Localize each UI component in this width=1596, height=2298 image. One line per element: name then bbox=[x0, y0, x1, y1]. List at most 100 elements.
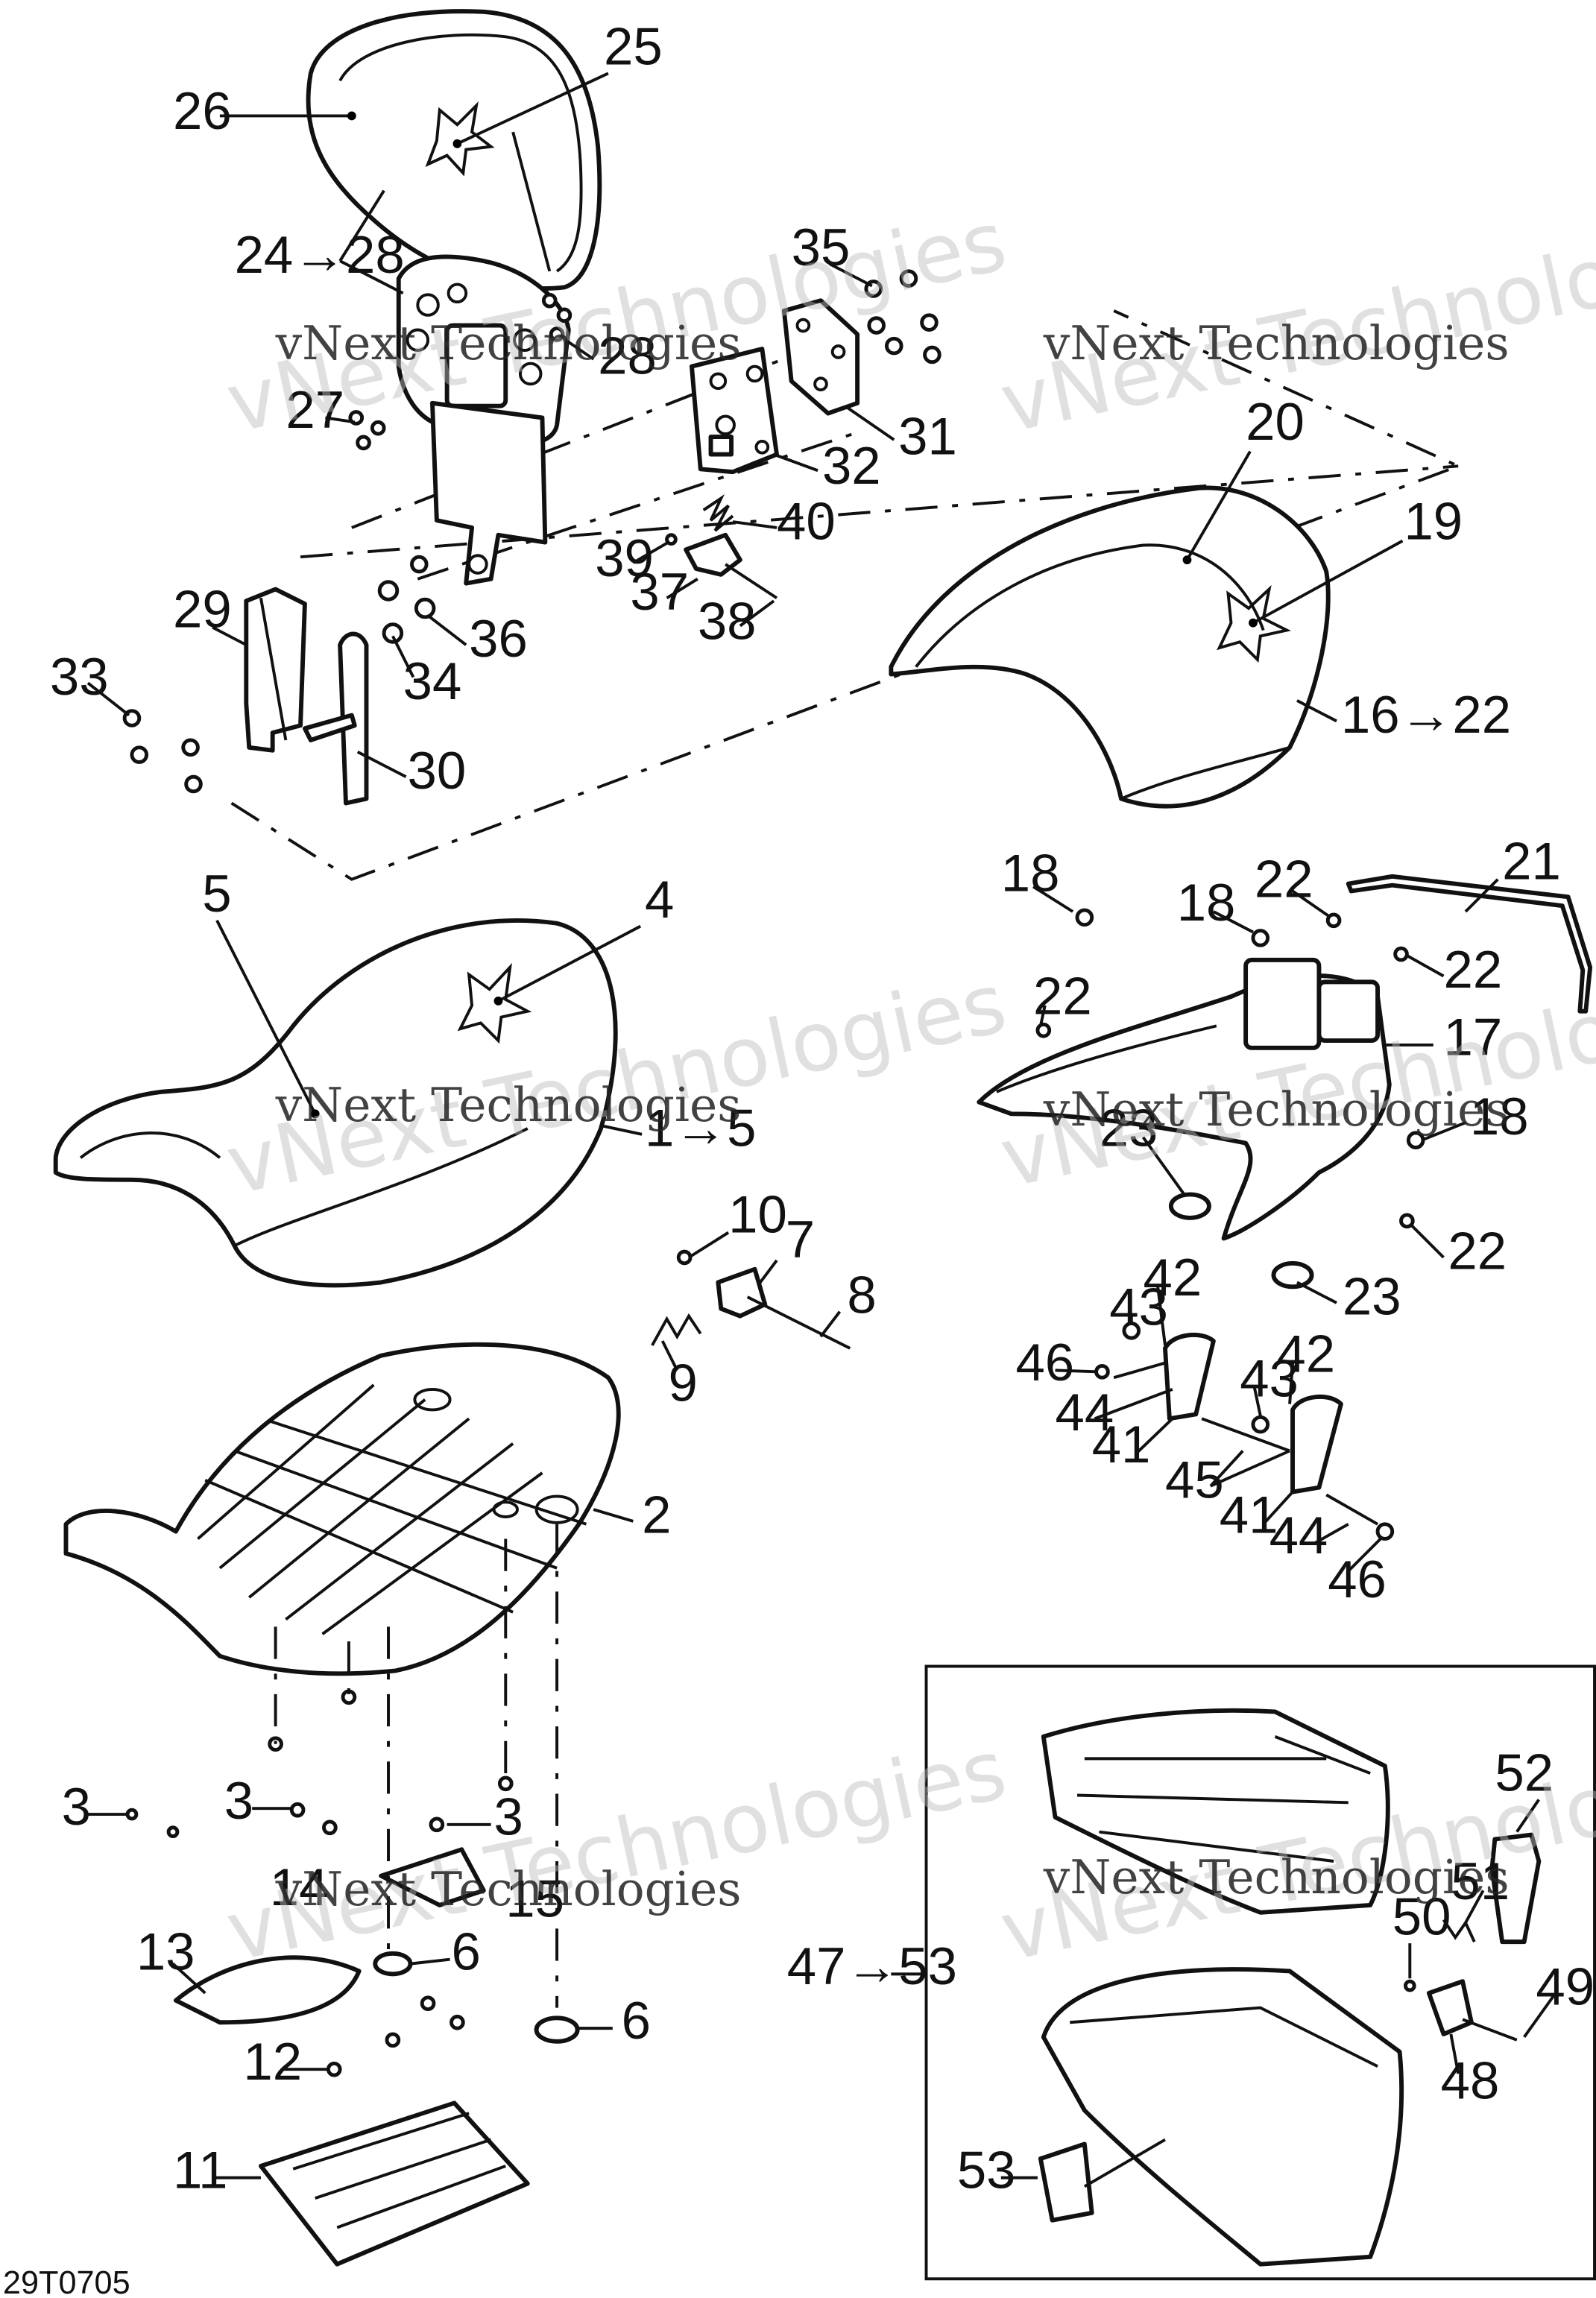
callout-25: 25 bbox=[604, 17, 663, 76]
grab-handle-bar bbox=[1346, 874, 1593, 1014]
callout-22-a: 22 bbox=[1255, 849, 1313, 908]
assembly-boundary-line bbox=[230, 309, 1463, 881]
callout-41-a: 41 bbox=[1092, 1415, 1151, 1474]
callout-22-c: 22 bbox=[1033, 967, 1092, 1026]
callout-5: 5 bbox=[202, 864, 231, 923]
callout-37: 37 bbox=[630, 562, 689, 621]
callout-22-d: 22 bbox=[1448, 1222, 1507, 1281]
brand-logo-star bbox=[1217, 584, 1292, 663]
callout-32: 32 bbox=[822, 436, 881, 495]
watermark-text: vNext Technologies bbox=[1043, 316, 1510, 370]
callout-8: 8 bbox=[847, 1266, 876, 1325]
callout-17: 17 bbox=[1444, 1008, 1503, 1067]
callout-30: 30 bbox=[408, 741, 467, 800]
callout-43-b: 43 bbox=[1240, 1349, 1299, 1408]
callout-9: 9 bbox=[669, 1354, 698, 1412]
backrest-frame bbox=[396, 254, 571, 586]
callout-6-a: 6 bbox=[452, 1922, 481, 1980]
callout-4: 4 bbox=[645, 870, 674, 929]
callout-52: 52 bbox=[1495, 1743, 1554, 1802]
watermark-text: vNext Technologies bbox=[275, 1078, 742, 1132]
brand-logo-star bbox=[425, 101, 495, 177]
seat-latch-parts bbox=[651, 1249, 851, 1350]
callout-47-53: 47→53 bbox=[787, 1936, 957, 1995]
callout-2: 2 bbox=[642, 1486, 671, 1544]
callout-6-b: 6 bbox=[622, 1991, 651, 2050]
callout-10: 10 bbox=[728, 1185, 787, 1244]
backrest-cushion bbox=[306, 9, 602, 291]
callout-20: 20 bbox=[1246, 392, 1305, 451]
callout-31: 31 bbox=[898, 407, 957, 466]
callout-14: 14 bbox=[270, 1857, 329, 1916]
callout-24-28: 24→28 bbox=[235, 225, 405, 284]
brand-logo-star bbox=[457, 962, 532, 1044]
callout-22-b: 22 bbox=[1444, 940, 1503, 999]
callout-50: 50 bbox=[1392, 1887, 1451, 1945]
callout-18-a: 18 bbox=[1001, 843, 1060, 902]
callout-23-a: 23 bbox=[1100, 1099, 1158, 1158]
leader-lines bbox=[86, 72, 1555, 2188]
main-seat-base bbox=[63, 1342, 621, 1676]
callout-19: 19 bbox=[1404, 492, 1463, 551]
passenger-seat-cushion bbox=[889, 485, 1331, 809]
figure-code: 29T0705 bbox=[3, 2265, 130, 2298]
mounting-tubes bbox=[1094, 1321, 1395, 1541]
callout-35: 35 bbox=[792, 218, 851, 277]
callout-36: 36 bbox=[469, 609, 528, 668]
watermark-text: vNext Technologies bbox=[1043, 1082, 1510, 1137]
callout-labels: 26 25 24→28 28 27 35 31 32 40 39 37 38 2… bbox=[50, 17, 1595, 2200]
callout-48: 48 bbox=[1441, 2051, 1500, 2109]
watermark-text: vNext Technologies bbox=[275, 1862, 742, 1916]
callout-3-a: 3 bbox=[62, 1777, 91, 1836]
callout-41-b: 41 bbox=[1220, 1486, 1278, 1544]
callout-46-b: 46 bbox=[1328, 1550, 1387, 1609]
callout-40: 40 bbox=[777, 492, 836, 551]
callout-34: 34 bbox=[403, 651, 462, 710]
callout-23-b: 23 bbox=[1343, 1267, 1401, 1326]
callout-3-c: 3 bbox=[494, 1787, 523, 1846]
callout-18-c: 18 bbox=[1470, 1087, 1529, 1146]
callout-18-b: 18 bbox=[1177, 873, 1236, 932]
seat-lower-parts bbox=[173, 1847, 580, 2267]
callout-42-a: 42 bbox=[1143, 1248, 1202, 1307]
callout-12: 12 bbox=[243, 2032, 302, 2091]
storage-box-lid bbox=[1041, 1708, 1390, 1915]
callout-7: 7 bbox=[786, 1210, 815, 1269]
callout-15: 15 bbox=[505, 1869, 564, 1928]
callout-49: 49 bbox=[1536, 1957, 1595, 2016]
callout-38: 38 bbox=[698, 591, 757, 650]
callout-26: 26 bbox=[173, 81, 232, 140]
callout-3-b: 3 bbox=[224, 1771, 253, 1830]
passenger-seat-frame bbox=[977, 957, 1392, 1241]
callout-29: 29 bbox=[173, 580, 232, 639]
frame-fasteners bbox=[1035, 908, 1425, 1290]
callout-43-a: 43 bbox=[1109, 1277, 1168, 1336]
seat-base-screws bbox=[125, 1689, 514, 1839]
callout-33: 33 bbox=[50, 647, 109, 706]
backrest-support-tubes bbox=[244, 587, 369, 806]
callout-1-5: 1→5 bbox=[645, 1099, 756, 1158]
callout-11: 11 bbox=[173, 2140, 227, 2199]
storage-box-latch bbox=[1038, 1832, 1542, 2223]
callout-45: 45 bbox=[1165, 1450, 1224, 1509]
callout-27: 27 bbox=[286, 380, 344, 439]
backrest-hinge bbox=[781, 298, 860, 416]
callout-28: 28 bbox=[598, 326, 657, 385]
backrest-bracket bbox=[690, 347, 779, 475]
callout-42-b: 42 bbox=[1276, 1324, 1335, 1383]
callout-44-b: 44 bbox=[1269, 1506, 1328, 1565]
callout-13: 13 bbox=[136, 1922, 195, 1980]
main-seat-cushion bbox=[53, 918, 618, 1288]
callout-39: 39 bbox=[595, 528, 654, 587]
callout-21: 21 bbox=[1502, 832, 1561, 891]
watermark-text: vNext Technologies bbox=[1043, 1850, 1510, 1904]
callout-53: 53 bbox=[957, 2140, 1016, 2199]
callout-51: 51 bbox=[1451, 1852, 1510, 1910]
centerline bbox=[300, 464, 1459, 559]
callout-46-a: 46 bbox=[1015, 1333, 1074, 1392]
callout-44-a: 44 bbox=[1056, 1383, 1114, 1442]
callout-16-22: 16→22 bbox=[1341, 685, 1511, 744]
watermark-text: vNext Technologies bbox=[275, 316, 742, 370]
latch-assembly bbox=[665, 494, 778, 599]
